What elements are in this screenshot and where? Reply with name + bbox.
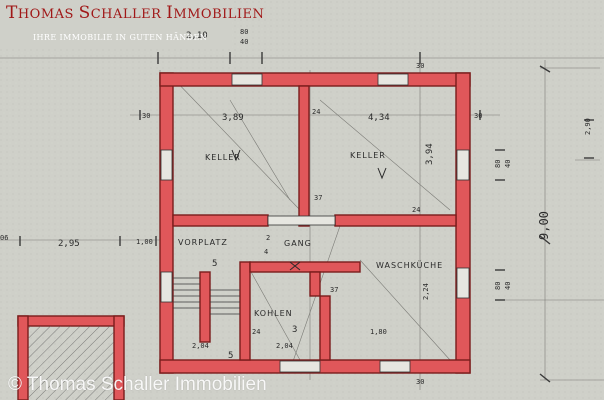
dim-wall-24-b: 24 <box>412 206 420 214</box>
dim-wall-30-top: 30 <box>416 62 424 70</box>
dim-marks-40-r1: 40 <box>504 160 512 168</box>
dim-wall-30-left: 30 <box>142 112 150 120</box>
dim-right-room-height: 3,94 <box>425 143 435 165</box>
brand-tagline: IHRE IMMOBILIE IN GUTEN HÄNDEN <box>33 33 208 42</box>
dim-204: 2,04 <box>192 342 209 350</box>
dim-left-room-width: 3,89 <box>222 113 244 123</box>
copyright-watermark: © Thomas Schaller Immobilien <box>8 374 267 395</box>
dim-marks-80-r1: 80 <box>494 160 502 168</box>
hatched-annex <box>28 326 114 400</box>
dim-06: 06 <box>0 234 8 242</box>
dim-left-295: 2,95 <box>58 239 80 249</box>
dim-wall-24-a: 24 <box>312 108 320 116</box>
room-label-vorplatz: VORPLATZ <box>178 238 228 247</box>
num-3: 3 <box>292 325 297 335</box>
room-label-keller-right: KELLER <box>350 151 386 160</box>
dim-37-a: 37 <box>314 194 322 202</box>
windows <box>160 73 470 373</box>
dim-right-290: 2,90 <box>584 118 592 135</box>
room-label-gang: GANG <box>284 239 312 248</box>
dim-204-b: 2,04 <box>276 342 293 350</box>
room-label-keller-left: KELLER <box>205 153 241 162</box>
dim-wall-30-right: 30 <box>474 112 482 120</box>
room-label-waschkueche: WASCHKÜCHE <box>376 260 443 270</box>
room-label-kohlen: KOHLEN <box>254 309 293 318</box>
door-swing-marks <box>231 149 387 271</box>
dimension-labels: 2,10 80 40 3,89 4,34 3,94 2,95 1,00 9,00… <box>0 28 592 386</box>
dimension-ticks <box>19 52 594 383</box>
dim-marks-40-r2: 40 <box>504 282 512 290</box>
dim-2: 2 <box>266 234 270 242</box>
dim-224: 2,24 <box>422 283 430 300</box>
dim-4: 4 <box>264 248 268 256</box>
brand-title: THOMAS SCHALLER IMMOBILIEN <box>6 3 265 23</box>
dim-wall-30-bottom: 30 <box>416 378 424 386</box>
dim-total-height: 9,00 <box>537 211 551 240</box>
step-5-a: 5 <box>212 259 217 269</box>
stairs <box>173 277 240 315</box>
dim-top-80: 80 <box>240 28 248 36</box>
step-5-b: 5 <box>228 351 233 361</box>
dim-37-b: 37 <box>330 286 338 294</box>
dim-wall-24-c: 24 <box>252 328 260 336</box>
dim-left-100: 1,00 <box>136 238 153 246</box>
dim-marks-80-r2: 80 <box>494 282 502 290</box>
brand-banner <box>0 0 232 48</box>
dim-top-210: 2,10 <box>186 31 208 41</box>
dim-top-40: 40 <box>240 38 248 46</box>
dim-right-room-width: 4,34 <box>368 113 390 123</box>
dim-180: 1,80 <box>370 328 387 336</box>
